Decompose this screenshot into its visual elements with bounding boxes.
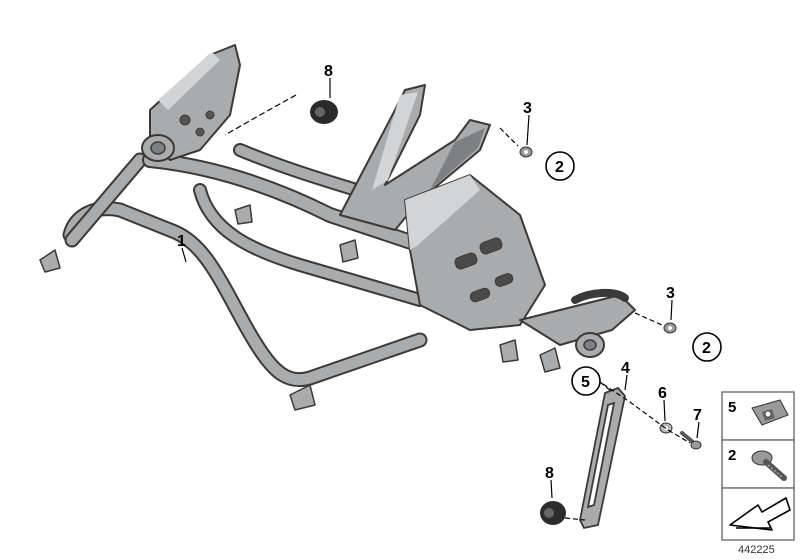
callout-circles <box>545 151 722 396</box>
document-number: 442225 <box>738 544 775 556</box>
direction-arrow-icon <box>729 497 791 531</box>
leader-lines <box>181 78 700 521</box>
callout-8-upper: 8 <box>324 63 333 80</box>
callout-3-lower: 3 <box>666 285 675 302</box>
callout-7: 7 <box>693 407 702 424</box>
legend-label-2: 2 <box>728 447 736 464</box>
grommet-upper <box>310 100 338 124</box>
callout-1: 1 <box>177 233 186 250</box>
strap-bracket <box>579 386 626 530</box>
callout-3-upper: 3 <box>523 100 532 117</box>
callout-2-lower: 2 <box>702 340 711 357</box>
legend-label-5: 5 <box>728 399 736 416</box>
clip-nut-icon <box>751 399 789 426</box>
callout-4: 4 <box>621 360 630 377</box>
washer-lower <box>663 322 677 334</box>
callout-5: 5 <box>581 374 590 391</box>
screw-7 <box>680 431 702 450</box>
grommet-lower <box>540 501 566 525</box>
callout-6: 6 <box>658 385 667 402</box>
callout-8-lower: 8 <box>545 465 554 482</box>
callout-2-upper: 2 <box>555 159 564 176</box>
washer-upper <box>519 146 533 158</box>
frame-assembly <box>39 44 636 411</box>
bolt-icon <box>751 450 787 481</box>
legend-panel: 5 2 <box>721 391 795 541</box>
